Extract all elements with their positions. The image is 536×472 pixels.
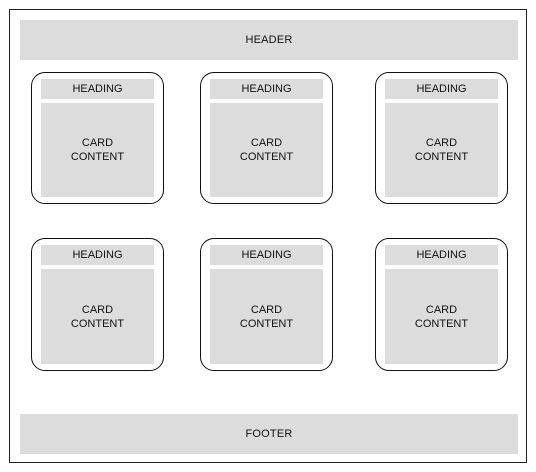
card-heading-label: HEADING [241,249,292,261]
card-heading: HEADING [41,245,154,265]
card-content: CARD CONTENT [385,103,498,197]
card-2: HEADING CARD CONTENT [200,72,333,204]
card-content: CARD CONTENT [41,103,154,197]
card-3: HEADING CARD CONTENT [375,72,508,204]
card-content-label: CARD CONTENT [70,303,125,330]
card-heading: HEADING [385,79,498,99]
card-content-label: CARD CONTENT [239,137,294,163]
card-heading-label: HEADING [72,83,123,95]
card-content: CARD CONTENT [210,103,323,197]
card-heading: HEADING [385,245,498,265]
card-6: HEADING CARD CONTENT [375,238,508,371]
card-heading-label: HEADING [72,249,123,261]
card-content: CARD CONTENT [210,269,323,364]
header-label: HEADER [245,34,293,46]
card-heading: HEADING [210,245,323,265]
card-heading: HEADING [41,79,154,99]
layout-frame: HEADER HEADING CARD CONTENT HEADING CARD… [9,9,527,463]
footer-label: FOOTER [245,428,293,440]
header-bar: HEADER [20,20,518,60]
card-1: HEADING CARD CONTENT [31,72,164,204]
card-heading-label: HEADING [241,83,292,95]
card-content: CARD CONTENT [385,269,498,364]
card-content-label: CARD CONTENT [70,137,125,163]
card-4: HEADING CARD CONTENT [31,238,164,371]
card-content-label: CARD CONTENT [239,303,294,330]
card-heading-label: HEADING [416,249,467,261]
card-content-label: CARD CONTENT [414,137,469,163]
card-content: CARD CONTENT [41,269,154,364]
card-5: HEADING CARD CONTENT [200,238,333,371]
footer-bar: FOOTER [20,414,518,454]
card-content-label: CARD CONTENT [414,303,469,330]
card-heading-label: HEADING [416,83,467,95]
card-heading: HEADING [210,79,323,99]
